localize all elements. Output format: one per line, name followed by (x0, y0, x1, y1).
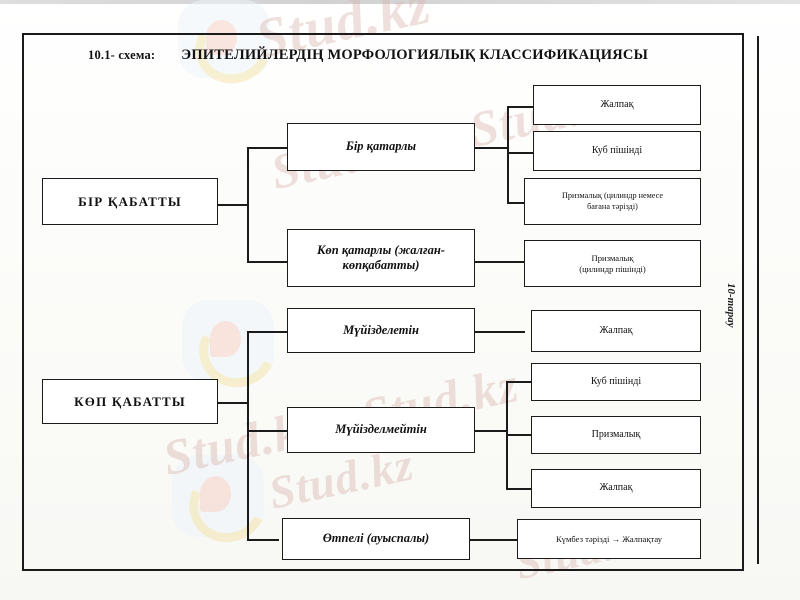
node-squamous-single-row[interactable]: Жалпақ (533, 85, 701, 125)
connector (247, 147, 249, 262)
node-dome-transitional[interactable]: Күмбез тәрізді → Жалпақтау (517, 519, 701, 559)
connector (475, 261, 525, 263)
node-label: Куб пішінді (591, 144, 643, 156)
node-label: Өтпелі (ауыспалы) (322, 531, 430, 546)
connector (507, 106, 509, 203)
connector (475, 331, 525, 333)
schema-number: 10.1- схема: (88, 48, 156, 62)
node-label: Призмалық (цилиндр немесе бағана тәрізді… (562, 190, 663, 211)
node-label: Көп қатарлы (жалған- көпқабатты) (317, 242, 445, 272)
node-multi-row[interactable]: Көп қатарлы (жалған- көпқабатты) (287, 229, 475, 287)
page-title: ЭПИТЕЛИЙЛЕРДІҢ МОРФОЛОГИЯЛЫҚ КЛАССИФИКАЦ… (181, 47, 649, 63)
connector (475, 147, 508, 149)
scan-edge-artifact (0, 0, 800, 4)
node-cuboidal-non-keratinized[interactable]: Куб пішінді (531, 363, 701, 401)
node-label: БІР ҚАБАТТЫ (78, 193, 182, 209)
diagram-title: 10.1- схема: ЭПИТЕЛИЙЛЕРДІҢ МОРФОЛОГИЯЛЫ… (88, 46, 648, 64)
connector (247, 331, 287, 333)
node-label: Күмбез тәрізді → Жалпақтау (555, 533, 663, 544)
node-cuboidal-single-row[interactable]: Куб пішінді (533, 131, 701, 171)
connector (507, 106, 534, 108)
node-label: Жалпақ (600, 98, 634, 110)
node-label: Куб пішінді (590, 375, 642, 387)
connector (247, 539, 279, 541)
connector (506, 434, 532, 436)
node-label: Бір қатарлы (345, 139, 417, 154)
node-label: Мүйізделетін (343, 322, 419, 337)
connector (507, 152, 534, 154)
node-single-layer[interactable]: БІР ҚАБАТТЫ (42, 178, 218, 225)
connector (218, 204, 248, 206)
connector (247, 147, 287, 149)
node-label: Призмалық (591, 428, 641, 440)
node-label: Призмалық (цилиндр пішінді) (579, 253, 646, 274)
node-prismatic-single-row[interactable]: Призмалық (цилиндр немесе бағана тәрізді… (524, 178, 701, 225)
connector (247, 331, 249, 539)
connector (247, 430, 287, 432)
node-non-keratinized[interactable]: Мүйізделмейтін (287, 407, 475, 453)
node-transitional[interactable]: Өтпелі (ауыспалы) (282, 518, 470, 560)
page-border-frame (22, 33, 744, 571)
node-label: КӨП ҚАБАТТЫ (74, 393, 186, 409)
connector (475, 430, 507, 432)
connector (218, 402, 248, 404)
margin-chapter-note: 10-тарау (725, 283, 737, 328)
node-keratinized[interactable]: Мүйізделетін (287, 308, 475, 353)
node-prismatic-non-keratinized[interactable]: Призмалық (531, 416, 701, 454)
node-single-row[interactable]: Бір қатарлы (287, 123, 475, 171)
node-prismatic-multi-row[interactable]: Призмалық (цилиндр пішінді) (524, 240, 701, 287)
connector (247, 261, 287, 263)
node-label: Жалпақ (599, 482, 633, 494)
node-label: Мүйізделмейтін (335, 422, 427, 437)
connector (506, 381, 532, 383)
connector (506, 488, 532, 490)
page-border-outer-rule (757, 36, 759, 564)
node-label: Жалпақ (599, 324, 633, 336)
connector (470, 539, 518, 541)
node-multi-layer[interactable]: КӨП ҚАБАТТЫ (42, 379, 218, 424)
connector (507, 202, 525, 204)
node-squamous-non-keratinized[interactable]: Жалпақ (531, 469, 701, 508)
node-squamous-keratinized[interactable]: Жалпақ (531, 310, 701, 352)
